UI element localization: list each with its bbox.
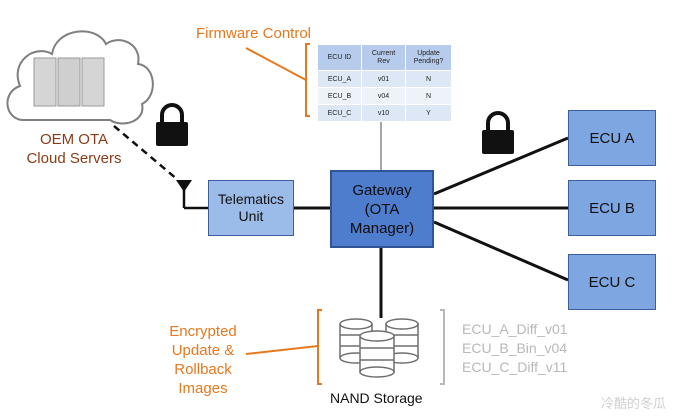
file-item: ECU_C_Diff_v11	[462, 359, 568, 375]
table-row: ECU_C v10 Y	[317, 104, 452, 122]
ecu-c-box: ECU C	[568, 254, 656, 310]
wireless-link	[113, 125, 179, 181]
encrypted-images-label: Encrypted Update & Rollback Images	[169, 323, 237, 397]
cloud-label-line1: OEM OTA	[39, 131, 109, 148]
cloud-servers-label: OEM OTA Cloud Servers	[18, 130, 130, 168]
firmware-control-label: Firmware Control	[196, 25, 312, 42]
table-cell: ECU_C	[317, 104, 362, 122]
gateway-line3: Manager)	[349, 219, 415, 237]
gateway-box: Gateway (OTA Manager)	[330, 170, 434, 248]
table-cell: v10	[361, 104, 406, 122]
gateway-line1: Gateway	[352, 181, 412, 199]
table-cell: Y	[405, 104, 452, 122]
file-item: ECU_A_Diff_v01	[462, 321, 568, 337]
nand-storage-label: NAND Storage	[330, 390, 423, 406]
table-cell: ECU_A	[317, 70, 362, 88]
table-cell: v01	[361, 70, 406, 88]
storage-bracket	[317, 309, 322, 385]
table-cell: ECU_B	[317, 87, 362, 105]
table-cell: N	[405, 87, 452, 105]
cloud-label-line2: Cloud Servers	[26, 150, 122, 167]
telematics-line1: Telematics	[217, 191, 285, 207]
table-row: ECU_B v04 N	[317, 87, 452, 105]
table-cell: N	[405, 70, 452, 88]
firmware-bracket	[305, 43, 310, 117]
telematics-line2: Unit	[238, 208, 264, 224]
table-row: ECU_A v01 N	[317, 70, 452, 88]
server-icon	[33, 57, 105, 107]
ecu-b-box: ECU B	[568, 180, 656, 236]
watermark: 冷酷的冬瓜	[600, 396, 666, 411]
file-item: ECU_B_Bin_v04	[462, 340, 568, 356]
telematics-unit-box: Telematics Unit	[208, 180, 294, 236]
lock-icon	[482, 111, 514, 154]
table-header: ECU ID	[317, 44, 362, 71]
storage-file-list: ECU_A_Diff_v01 ECU_B_Bin_v04 ECU_C_Diff_…	[462, 320, 568, 377]
gateway-line2: (OTA	[364, 200, 400, 218]
antenna-icon	[176, 180, 208, 210]
table-cell: v04	[361, 87, 406, 105]
ecu-a-box: ECU A	[568, 110, 656, 166]
lock-icon	[156, 103, 188, 146]
database-icon	[339, 318, 419, 378]
